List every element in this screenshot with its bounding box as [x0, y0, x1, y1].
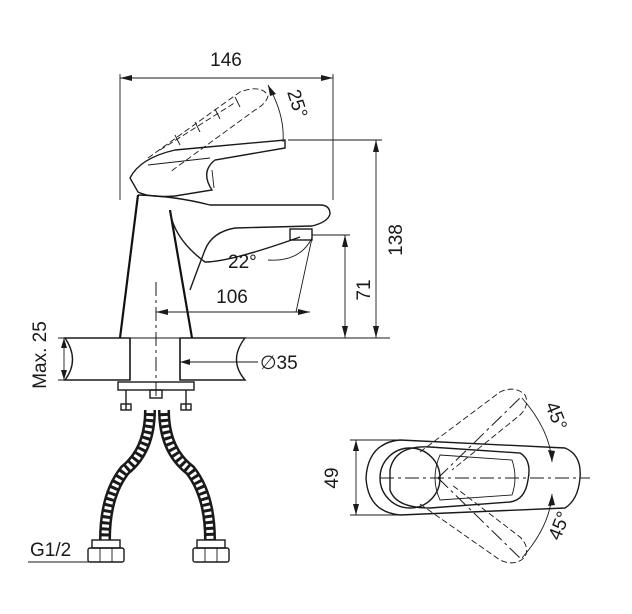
- spout-height-dimension: 71: [312, 234, 375, 338]
- faucet-body: [118, 194, 331, 339]
- rotation-axis-lower: [437, 477, 521, 559]
- width-total-label: 146: [210, 50, 242, 71]
- braided-hoses: [99, 409, 216, 541]
- rotation-axis-upper: [437, 397, 521, 479]
- width-dimension: 146: [119, 50, 334, 200]
- rotated-handle-upper: [419, 388, 528, 471]
- raised-handle-outline: [147, 88, 269, 173]
- spout-angle-dimension: 22°: [228, 237, 313, 313]
- top-body-outline: [365, 439, 581, 516]
- spout-angle-label: 22°: [228, 252, 257, 273]
- front-view: 146 25°: [28, 50, 407, 563]
- spout-height-label: 71: [354, 279, 375, 300]
- hole-diameter-dimension: ∅35: [180, 353, 298, 374]
- thread-label: G1/2: [30, 540, 71, 561]
- handle-angle-dimension: 25°: [267, 84, 311, 143]
- total-height-label: 138: [386, 224, 407, 256]
- spout-reach-label: 106: [216, 287, 248, 308]
- mounting-nut: [117, 381, 195, 411]
- top-handle: [389, 446, 530, 509]
- total-height-dimension: 138: [288, 139, 407, 338]
- max-thickness-dimension: Max. 25: [30, 321, 85, 389]
- hole-diameter-label: ∅35: [260, 353, 298, 374]
- top-width-dimension: 49: [322, 439, 400, 516]
- top-handle-inner: [434, 454, 516, 501]
- rotation-lower-label: 45°: [545, 509, 575, 544]
- thread-callout: G1/2: [28, 540, 92, 563]
- spout-reach-dimension: 106: [156, 287, 310, 315]
- top-width-label: 49: [322, 467, 343, 488]
- handle-angle-label: 25°: [282, 87, 311, 121]
- max-thickness-label: Max. 25: [30, 321, 51, 389]
- countertop-section: [60, 337, 390, 381]
- lever-handle: [129, 139, 286, 198]
- hose-fittings: [87, 539, 230, 563]
- rotated-handle-lower: [419, 484, 528, 564]
- rotation-upper-label: 45°: [540, 399, 570, 434]
- top-view: 49 45° 45°: [322, 388, 590, 564]
